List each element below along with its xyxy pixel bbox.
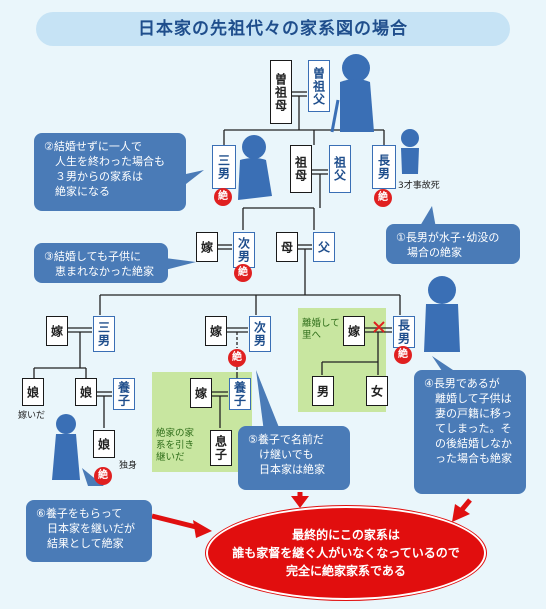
- gen4-eldest-son-zetsu: 絶: [394, 346, 412, 364]
- bubble-4: ④長男であるが 離婚して子供は 妻の戸籍に移っ てしまった。そ の後結婚しなか …: [414, 370, 526, 494]
- great-grandmother-box: 曽祖母: [270, 60, 292, 124]
- figure-man-icon: [424, 276, 460, 352]
- gen5-wife-d-box: 嫁: [190, 378, 212, 408]
- gen4-eldest-son-box: 長男: [393, 316, 415, 348]
- gen6-daughter-box: 娘: [93, 430, 115, 458]
- accident-note: 3才事故死: [398, 181, 440, 191]
- green-inherit-note: 絶家の家 系を引き 継いだ: [156, 428, 195, 463]
- gen6-daughter-zetsu: 絶: [94, 467, 112, 485]
- gen5-adopted-b-box: 養子: [229, 378, 251, 410]
- gen5-son-box: 男: [312, 376, 334, 406]
- gen4-third-son-box: 三男: [93, 316, 115, 352]
- figure-toddler-icon: [401, 129, 419, 174]
- grandfather-box: 祖父: [329, 145, 351, 193]
- gen5-daughter-a-box: 娘: [22, 378, 44, 406]
- grandmother-box: 祖母: [290, 145, 312, 193]
- gen2-eldest-son-box: 長男: [372, 145, 396, 189]
- final-conclusion: 最終的にこの家系は 誰も家督を継ぐ人がいなくなっているので 完全に絶家家系である: [206, 506, 486, 600]
- gen4-wife-c-box: 嫁: [343, 316, 365, 346]
- gen5-adopted-a-box: 養子: [113, 378, 135, 410]
- figure-grandfather-icon: [330, 54, 374, 133]
- gen4-wife-b-box: 嫁: [205, 316, 227, 346]
- bubble-5: ⑤養子で名前だ け継いでも 日本家は絶家: [238, 426, 350, 490]
- bubble-1: ①長男が水子･幼没の 場合の絶家: [386, 224, 520, 264]
- divorce-label: 離婚して 里へ: [302, 318, 340, 341]
- gen3-second-son-zetsu: 絶: [234, 264, 252, 282]
- gen4-wife-a-box: 嫁: [46, 316, 68, 346]
- gen2-eldest-son-zetsu: 絶: [374, 189, 392, 207]
- figure-child-icon: [238, 135, 272, 200]
- great-grandfather-box: 曽祖父: [308, 60, 330, 112]
- gen6-grandson-box: 息子: [210, 430, 232, 466]
- gen3-wife-box: 嫁: [196, 232, 218, 262]
- bubble-2: ②結婚せずに一人で 人生を終わった場合も ３男からの家系は 絶家になる: [34, 133, 186, 211]
- gen5-girl-box: 女: [366, 376, 388, 406]
- bubble-6: ⑥養子をもらって 日本家を継いだが 結果として絶家: [26, 500, 152, 562]
- divorce-mark: [373, 321, 385, 333]
- gen2-third-son-zetsu: 絶: [214, 188, 232, 206]
- father-box: 父: [313, 232, 335, 262]
- figure-woman-icon: [52, 414, 80, 480]
- gen2-third-son-box: 三男: [212, 145, 236, 189]
- bubble-3: ③結婚しても子供に 恵まれなかった絶家: [34, 243, 168, 283]
- gen4-second-son-zetsu: 絶: [228, 349, 246, 367]
- gen5-daughter-b-box: 娘: [75, 378, 97, 406]
- gen3-second-son-box: 次男: [233, 232, 255, 268]
- single-note: 独身: [119, 461, 138, 471]
- gen4-second-son-box: 次男: [249, 316, 271, 352]
- mother-box: 母: [276, 232, 298, 262]
- diagram-title: 日本家の先祖代々の家系図の場合: [36, 12, 510, 46]
- married-out-note: 嫁いだ: [18, 411, 46, 421]
